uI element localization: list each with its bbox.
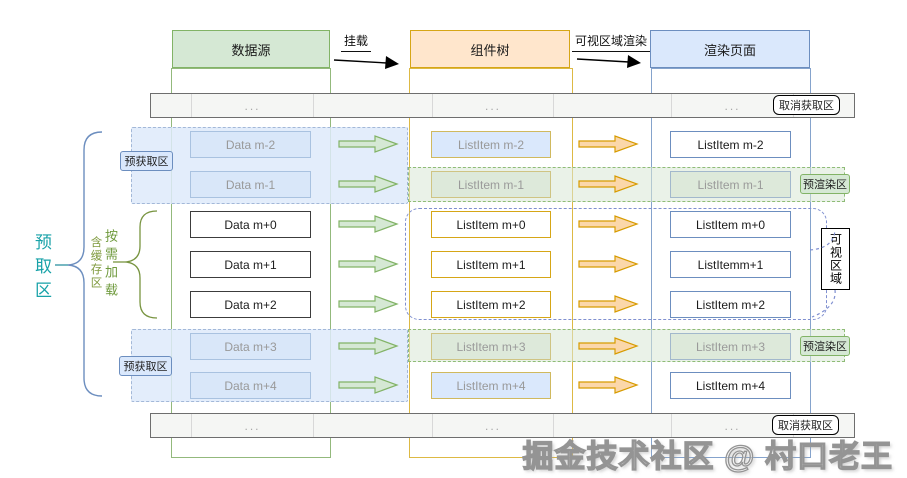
render-box: ListItem m+0 [670, 211, 791, 238]
render-arrow-icon [578, 215, 639, 233]
watermark: 掘金技术社区 @ 村口老王 [522, 438, 893, 474]
component-box: ListItem m+2 [431, 291, 551, 318]
cancel-fetch-bar-bottom: ... ... ... [150, 413, 855, 438]
data-box: Data m+0 [190, 211, 311, 238]
mount-arrow-icon [338, 337, 399, 355]
datasource-header: 数据源 [172, 30, 330, 68]
component-tree-header: 组件树 [410, 30, 570, 68]
on-demand-load-label: 按需加载 [103, 229, 118, 301]
prefetch-tag-top: 预获取区 [120, 151, 173, 171]
render-box: ListItem m+3 [670, 333, 791, 360]
render-box: ListItem m+2 [670, 291, 791, 318]
render-arrow-icon [578, 337, 639, 355]
visible-render-header-arrow [576, 58, 630, 63]
row-m4: Data m+4 ListItem m+4 ListItem m+4 [0, 372, 907, 399]
render-box: ListItem m+4 [670, 372, 791, 399]
ellipsis-cell: ... [432, 414, 554, 437]
prefetch-zone-label: 预取区 [32, 233, 51, 305]
visible-area-label: 可视区域 [828, 233, 843, 285]
mount-arrow-icon [338, 175, 399, 193]
prerender-tag-top: 预渲染区 [800, 174, 850, 194]
render-box: ListItem m-1 [670, 171, 791, 198]
row-m1: Data m+1 ListItem m+1 ListItemm+1 [0, 251, 907, 278]
ellipsis-cell: ... [432, 94, 554, 117]
data-box: Data m+4 [190, 372, 311, 399]
render-arrow-icon [578, 295, 639, 313]
row-m-2: Data m-2 ListItem m-2 ListItem m-2 [0, 131, 907, 158]
mount-flow-label: 挂载 [341, 32, 372, 52]
row-m0: Data m+0 ListItem m+0 ListItem m+0 [0, 211, 907, 238]
mount-arrow-icon [338, 255, 399, 273]
component-box: ListItem m+4 [431, 372, 551, 399]
component-box: ListItem m-1 [431, 171, 551, 198]
mount-arrow-icon [338, 135, 399, 153]
mount-header-arrow [333, 59, 388, 64]
render-arrow-icon [578, 135, 639, 153]
visible-render-flow-label: 可视区域渲染 [572, 32, 651, 52]
render-box: ListItem m-2 [670, 131, 791, 158]
data-box: Data m+2 [190, 291, 311, 318]
data-box: Data m+3 [190, 333, 311, 360]
with-cache-zone-label: 含缓存区 [89, 236, 102, 290]
data-box: Data m+1 [190, 251, 311, 278]
ellipsis-cell: ... [191, 94, 314, 117]
component-box: ListItem m+3 [431, 333, 551, 360]
component-box: ListItem m+1 [431, 251, 551, 278]
cancel-fetch-label-top: 取消获取区 [773, 95, 840, 115]
visible-area-label-box: 可视区域 [821, 228, 850, 290]
render-arrow-icon [578, 255, 639, 273]
cancel-fetch-bar-top: ... ... ... [150, 93, 855, 118]
prefetch-tag-bottom: 预获取区 [119, 356, 172, 376]
mount-header-arrowhead [385, 56, 399, 69]
render-arrow-icon [578, 175, 639, 193]
component-box: ListItem m+0 [431, 211, 551, 238]
render-box: ListItemm+1 [670, 251, 791, 278]
row-m2: Data m+2 ListItem m+2 ListItem m+2 [0, 291, 907, 318]
prerender-tag-bottom: 预渲染区 [800, 336, 850, 356]
row-m-1: Data m-1 ListItem m-1 ListItem m-1 [0, 171, 907, 198]
render-arrow-icon [578, 376, 639, 394]
render-page-header: 渲染页面 [650, 30, 810, 68]
mount-arrow-icon [338, 295, 399, 313]
visible-render-header-arrowhead [627, 55, 641, 68]
mount-arrow-icon [338, 215, 399, 233]
row-m3: Data m+3 ListItem m+3 ListItem m+3 [0, 333, 907, 360]
data-box: Data m-1 [190, 171, 311, 198]
component-box: ListItem m-2 [431, 131, 551, 158]
data-box: Data m-2 [190, 131, 311, 158]
cancel-fetch-label-bottom: 取消获取区 [772, 415, 839, 435]
mount-arrow-icon [338, 376, 399, 394]
ellipsis-cell: ... [191, 414, 314, 437]
